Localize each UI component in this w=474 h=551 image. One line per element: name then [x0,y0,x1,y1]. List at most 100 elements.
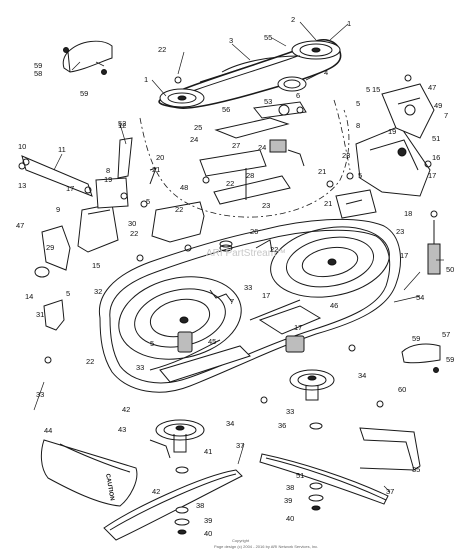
callout-55: 55 [264,33,272,42]
deck-bracket [151,201,205,243]
spindle-assembly-right [289,369,335,511]
callout-39: 39 [284,496,292,505]
mower-deck-housing [98,218,401,393]
callout-31: 31 [36,310,44,319]
callout-12: 12 [118,121,126,130]
callout-34: 34 [226,419,234,428]
callout-48: 48 [180,183,188,192]
callout-45: 45 [208,337,216,346]
callout-11: 11 [58,145,66,154]
callout-26: 26 [250,227,258,236]
belt-guard [62,40,113,75]
caution-label: CAUTION [104,473,115,501]
callout-17: 17 [400,251,408,260]
callout-7: 7 [230,297,234,306]
callout-5: 5 [366,85,370,94]
callout-59: 59 [446,355,454,364]
callout-24: 24 [258,143,266,152]
idler-pulley [277,76,307,92]
callout-15: 15 [372,85,380,94]
callout-6: 6 [296,91,300,100]
callout-5: 5 [146,197,150,206]
callout-33: 33 [36,390,44,399]
callout-8: 8 [356,121,360,130]
callout-47: 47 [428,83,436,92]
callout-8: 8 [106,166,110,175]
callout-4: 4 [324,68,328,77]
callout-21: 21 [318,167,326,176]
callout-39: 39 [204,516,212,525]
right-deflector-bracket [355,83,441,275]
callout-9: 9 [56,205,60,214]
callout-17: 17 [66,184,74,193]
callout-59: 59 [80,89,88,98]
callout-38: 38 [196,501,204,510]
callout-14: 14 [25,292,33,301]
deck-bracket [285,335,305,353]
drive-belt-group [158,39,342,109]
callout-42: 42 [152,487,160,496]
callout-23: 23 [342,151,350,160]
cutting-blade-left [103,469,243,541]
callout-5: 5 [66,289,70,298]
callout-16: 16 [432,153,440,162]
callout-59: 59 [412,334,420,343]
callout-2: 2 [291,15,295,24]
watermark-text: ARI PartStream™ [206,248,286,259]
callout-5: 5 [358,171,362,180]
callout-27: 27 [232,141,240,150]
hardware-bolts [18,74,432,408]
callout-58: 58 [34,69,42,78]
callout-51: 51 [432,134,440,143]
callout-5: 5 [356,99,360,108]
callout-10: 10 [18,142,26,151]
callout-42: 42 [122,405,130,414]
callout-22: 22 [86,357,94,366]
callout-22: 22 [270,245,278,254]
callout-22: 22 [130,229,138,238]
callout-15: 15 [92,261,100,270]
callout-17: 17 [428,171,436,180]
leader-lines [33,21,444,493]
callout-46: 46 [330,301,338,310]
lift-link [21,155,93,197]
callout-40: 40 [286,514,294,523]
callout-23: 23 [396,227,404,236]
callout-21: 21 [324,199,332,208]
callout-7: 7 [444,111,448,120]
callout-53: 53 [264,97,272,106]
callout-20: 20 [156,153,164,162]
left-bracket-assembly [21,155,129,331]
stabilizer-bracket [359,427,421,471]
callout-18: 18 [404,209,412,218]
callout-60: 60 [398,385,406,394]
callout-19: 19 [104,175,112,184]
callout-50: 50 [446,265,454,274]
callout-56: 56 [222,105,230,114]
callout-41: 41 [204,447,212,456]
callout-37: 37 [236,441,244,450]
callout-19: 19 [388,127,396,136]
spindle-assembly-left [149,419,205,535]
callout-25: 25 [194,123,202,132]
callout-21: 21 [152,165,160,174]
callout-29: 29 [46,243,54,252]
callout-22: 22 [175,205,183,214]
callout-34: 34 [358,371,366,380]
callout-49: 49 [434,101,442,110]
spindle-cover [401,343,441,373]
cutting-blade-right [259,453,389,505]
callout-33: 33 [244,283,252,292]
callout-22: 22 [226,179,234,188]
callout-3: 3 [229,36,233,45]
callout-38: 38 [286,483,294,492]
callout-57: 57 [442,330,450,339]
callout-numbers: 1 1 2 3 4 5 5 5 5 5 5 6 7 7 8 8 9 10 11 … [16,15,454,538]
callout-5: 5 [150,339,154,348]
copyright-line-1: Copyright [232,538,250,543]
callout-40: 40 [204,529,212,538]
idler-arm-assembly [117,101,377,253]
callout-30: 30 [128,219,136,228]
callout-1: 1 [144,75,148,84]
